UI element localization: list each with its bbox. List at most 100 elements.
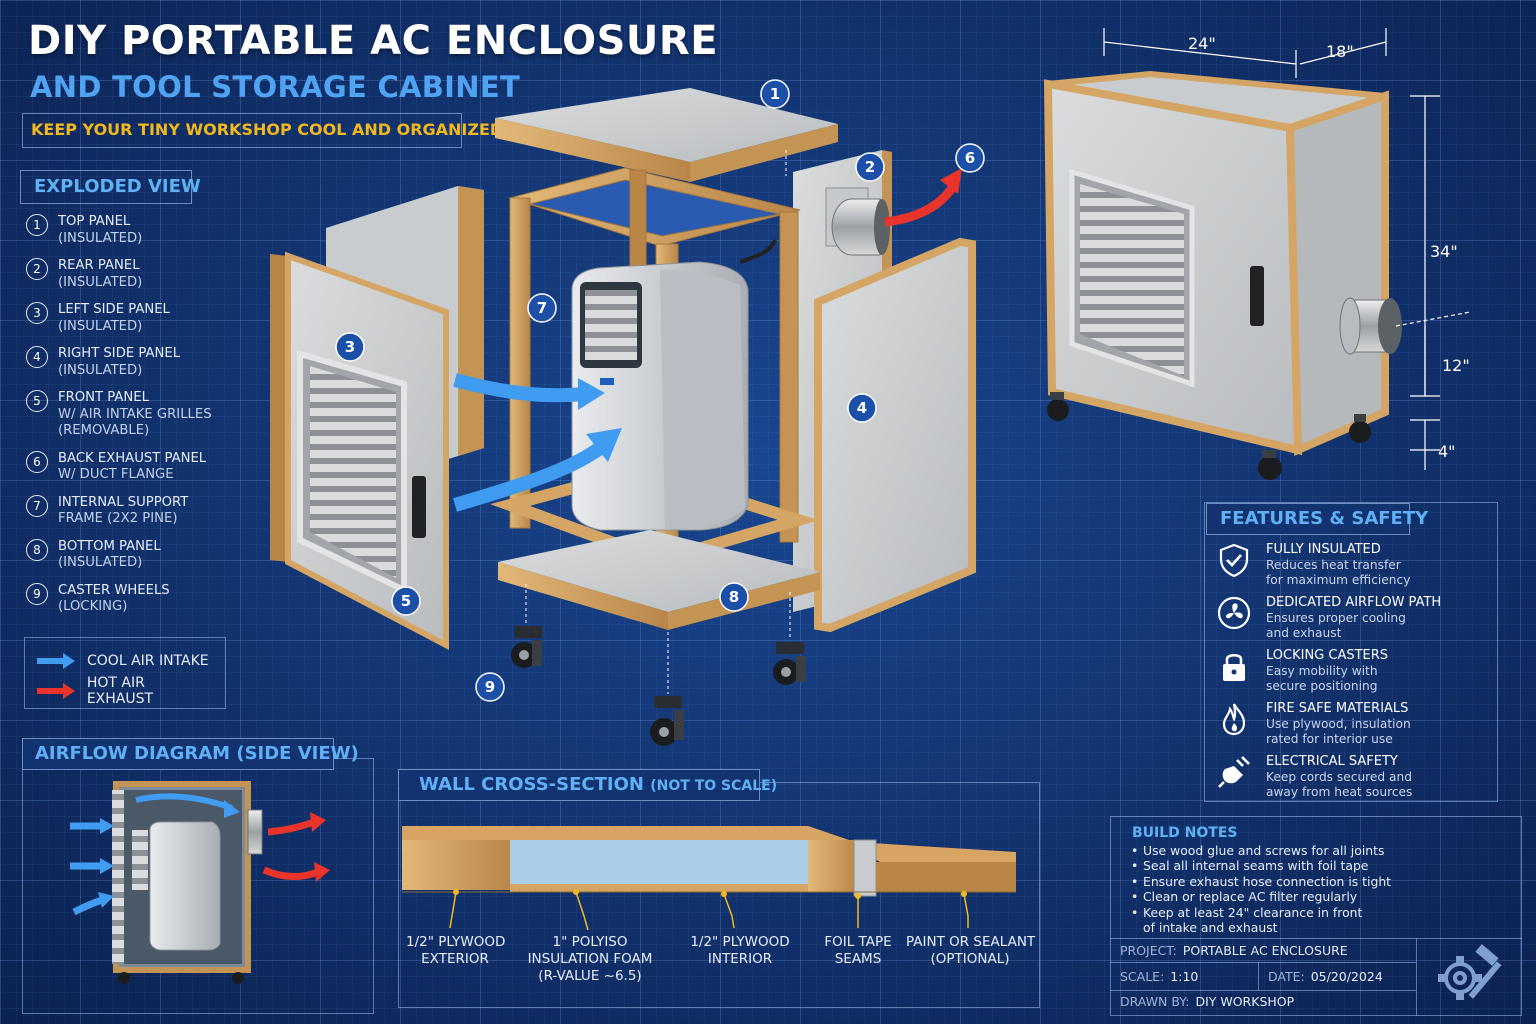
callout-4 [847,393,877,423]
feature-desc: secure positioning [1266,679,1378,693]
project-label: PROJECT: [1120,943,1177,958]
feature-desc: Use plywood, insulation [1266,717,1411,731]
feature-title: FULLY INSULATED [1266,542,1381,557]
scale-value: 1:10 [1170,969,1199,984]
exhaust-arrow-head [940,168,962,194]
drawn-by-field: DRAWN BY:DIY WORKSHOP [1120,994,1294,1009]
legend-part-name: FRONT PANEL [58,390,149,405]
feature-title: ELECTRICAL SAFETY [1266,754,1398,769]
wall-cross-section [402,826,1016,897]
exploded-view-heading: EXPLODED VIEW [20,170,201,204]
flame-icon [1222,703,1246,736]
callout-5 [391,586,421,616]
fan-icon [1217,596,1251,630]
legend-number: 2 [26,258,48,280]
plug-icon [1218,756,1250,788]
build-note: Seal all internal seams with foil tape [1130,858,1430,874]
cool-arrow-icon [37,653,75,669]
legend-number: 8 [26,538,48,561]
feature-title: FIRE SAFE MATERIALS [1266,701,1409,716]
wall-layer-line: 1" POLYISO [552,934,628,950]
dimension-width: 24" [1188,34,1216,53]
legend-part-name: INTERNAL SUPPORT [58,494,189,510]
intake-arrows [453,373,622,512]
callout-3 [335,332,365,362]
dimension-duct-height: 12" [1442,356,1470,375]
legend-part-note: (INSULATED) [58,362,143,378]
title-block-divider [1416,938,1417,1016]
feature-desc: rated for interior use [1266,732,1393,746]
callout-7-label: 7 [537,299,547,317]
title-block-divider [1258,962,1259,990]
wall-leader-dot [453,889,459,895]
legend-part-name: REAR PANEL [58,258,140,273]
caster-1 [511,626,542,668]
wall-leader-dot [961,891,967,897]
callout-9-label: 9 [485,678,495,696]
date-field: DATE: 05/20/2024 [1268,969,1383,984]
features-heading: FEATURES & SAFETY [1206,503,1428,535]
project-value: PORTABLE AC ENCLOSURE [1182,943,1348,958]
drawn-by-label: DRAWN BY: [1120,994,1190,1009]
wall-layer-line: INSULATION FOAM [527,951,653,967]
legend-part-name: BOTTOM PANEL [58,538,161,554]
date-value: 05/20/2024 [1310,969,1383,984]
feature-title: LOCKING CASTERS [1266,648,1389,663]
hot-air-label: HOT AIR EXHAUST [86,675,154,707]
feature-desc: Reduces heat transfer [1266,558,1401,572]
legend-part-note: FRAME (2x2 PINE) [58,511,178,526]
arrow-legend: COOL AIR INTAKE HOT AIR EXHAUST [24,637,226,709]
lock-icon [1223,653,1245,681]
build-notes-heading: BUILD NOTES [1132,825,1238,841]
exhaust-arrow [884,185,956,227]
wall-leader-dot [721,891,727,897]
date-label: DATE: [1268,969,1305,984]
wall-layer-label: PAINT OR SEALANT(OPTIONAL) [906,934,1035,968]
tagline: KEEP YOUR TINY WORKSHOP COOL AND ORGANIZ… [22,113,503,148]
legend-part-name: BACK EXHAUST PANEL [58,450,207,466]
page-title: DIY PORTABLE AC ENCLOSURE [28,18,719,64]
caster-2 [650,696,684,746]
hot-arrow-icon [37,683,75,699]
project-field: PROJECT: PORTABLE AC ENCLOSURE [1120,943,1348,958]
legend-part-name: LEFT SIDE PANEL [58,302,170,317]
build-note: Clean or replace AC filter regularly [1130,889,1430,905]
callout-1 [760,79,790,109]
bottom-panel [498,530,820,630]
wall-layer-line: INTERIOR [707,951,773,967]
wall-layer-line: EXTERIOR [421,951,489,967]
build-note: Ensure exhaust hose connection is tight [1130,874,1430,890]
legend-part-note: (INSULATED) [58,230,143,246]
dimension-lines [1103,28,1471,470]
feature-desc: for maximum efficiency [1266,573,1411,587]
build-note: of intake and exhaust [1143,920,1278,936]
wall-leaders [449,891,969,931]
feature-title: DEDICATED AIRFLOW PATH [1266,595,1442,610]
ac-unit [571,239,777,531]
feature-desc: and exhaust [1266,626,1342,640]
legend-number: 7 [26,494,48,517]
front-panel [270,251,449,650]
feature-desc: Ensures proper cooling [1266,611,1406,625]
legend-part-name-2: W/ AIR INTAKE GRILLES [58,406,212,422]
dimension-caster-height: 4" [1438,442,1456,461]
callout-8-label: 8 [729,588,739,606]
wall-heading-text: WALL CROSS-SECTION [419,774,644,795]
top-panel [495,88,838,182]
callout-9 [475,672,505,702]
scale-label: SCALE: [1120,969,1165,984]
